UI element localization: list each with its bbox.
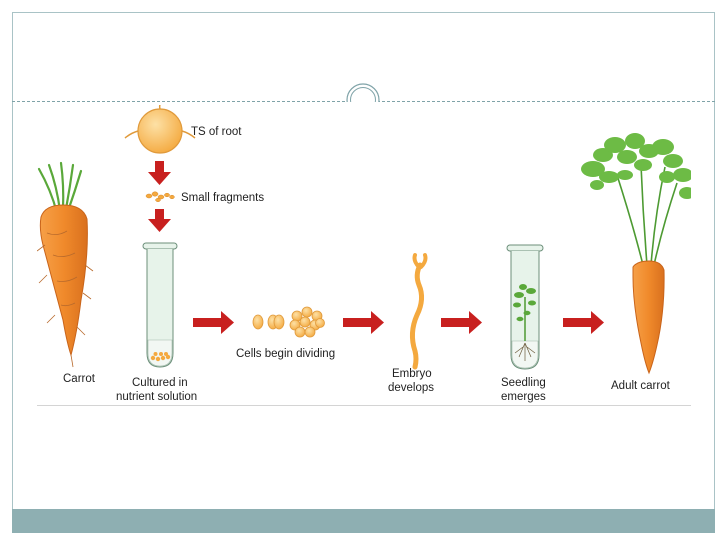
carrot-tissue-culture-diagram: TS of root Small fragments Carrot Cultur… [37, 105, 691, 403]
embryo-illustration [409, 253, 428, 370]
label-seedling-line2: emerges [501, 391, 546, 403]
adult-carrot-illustration [581, 133, 691, 375]
down-arrow-2 [148, 209, 171, 232]
label-embryo-line1: Embryo [392, 368, 432, 380]
label-small-fragments: Small fragments [181, 192, 264, 204]
ts-root-illustration [124, 105, 196, 154]
dividing-cells-illustration [252, 306, 325, 338]
label-seedling-line1: Seedling [501, 377, 546, 389]
label-embryo-line2: develops [388, 382, 434, 394]
culture-test-tube [142, 242, 178, 368]
footer-bar [12, 509, 715, 533]
label-cultured-line1: Cultured in [132, 377, 188, 389]
right-arrow-4 [563, 311, 604, 334]
figure-panel: TS of root Small fragments Carrot Cultur… [37, 105, 691, 406]
label-cultured-line2: nutrient solution [116, 391, 197, 403]
carrot-illustration [37, 161, 94, 368]
small-fragments-illustration [145, 191, 175, 202]
label-carrot: Carrot [63, 373, 96, 385]
down-arrow-1 [148, 161, 171, 185]
right-arrow-2 [343, 311, 384, 334]
label-ts-root: TS of root [191, 126, 242, 138]
label-cells-dividing: Cells begin dividing [236, 348, 335, 360]
right-arrow-1 [193, 311, 234, 334]
right-arrow-3 [441, 311, 482, 334]
seedling-test-tube [506, 244, 544, 370]
label-adult-carrot: Adult carrot [611, 380, 671, 392]
